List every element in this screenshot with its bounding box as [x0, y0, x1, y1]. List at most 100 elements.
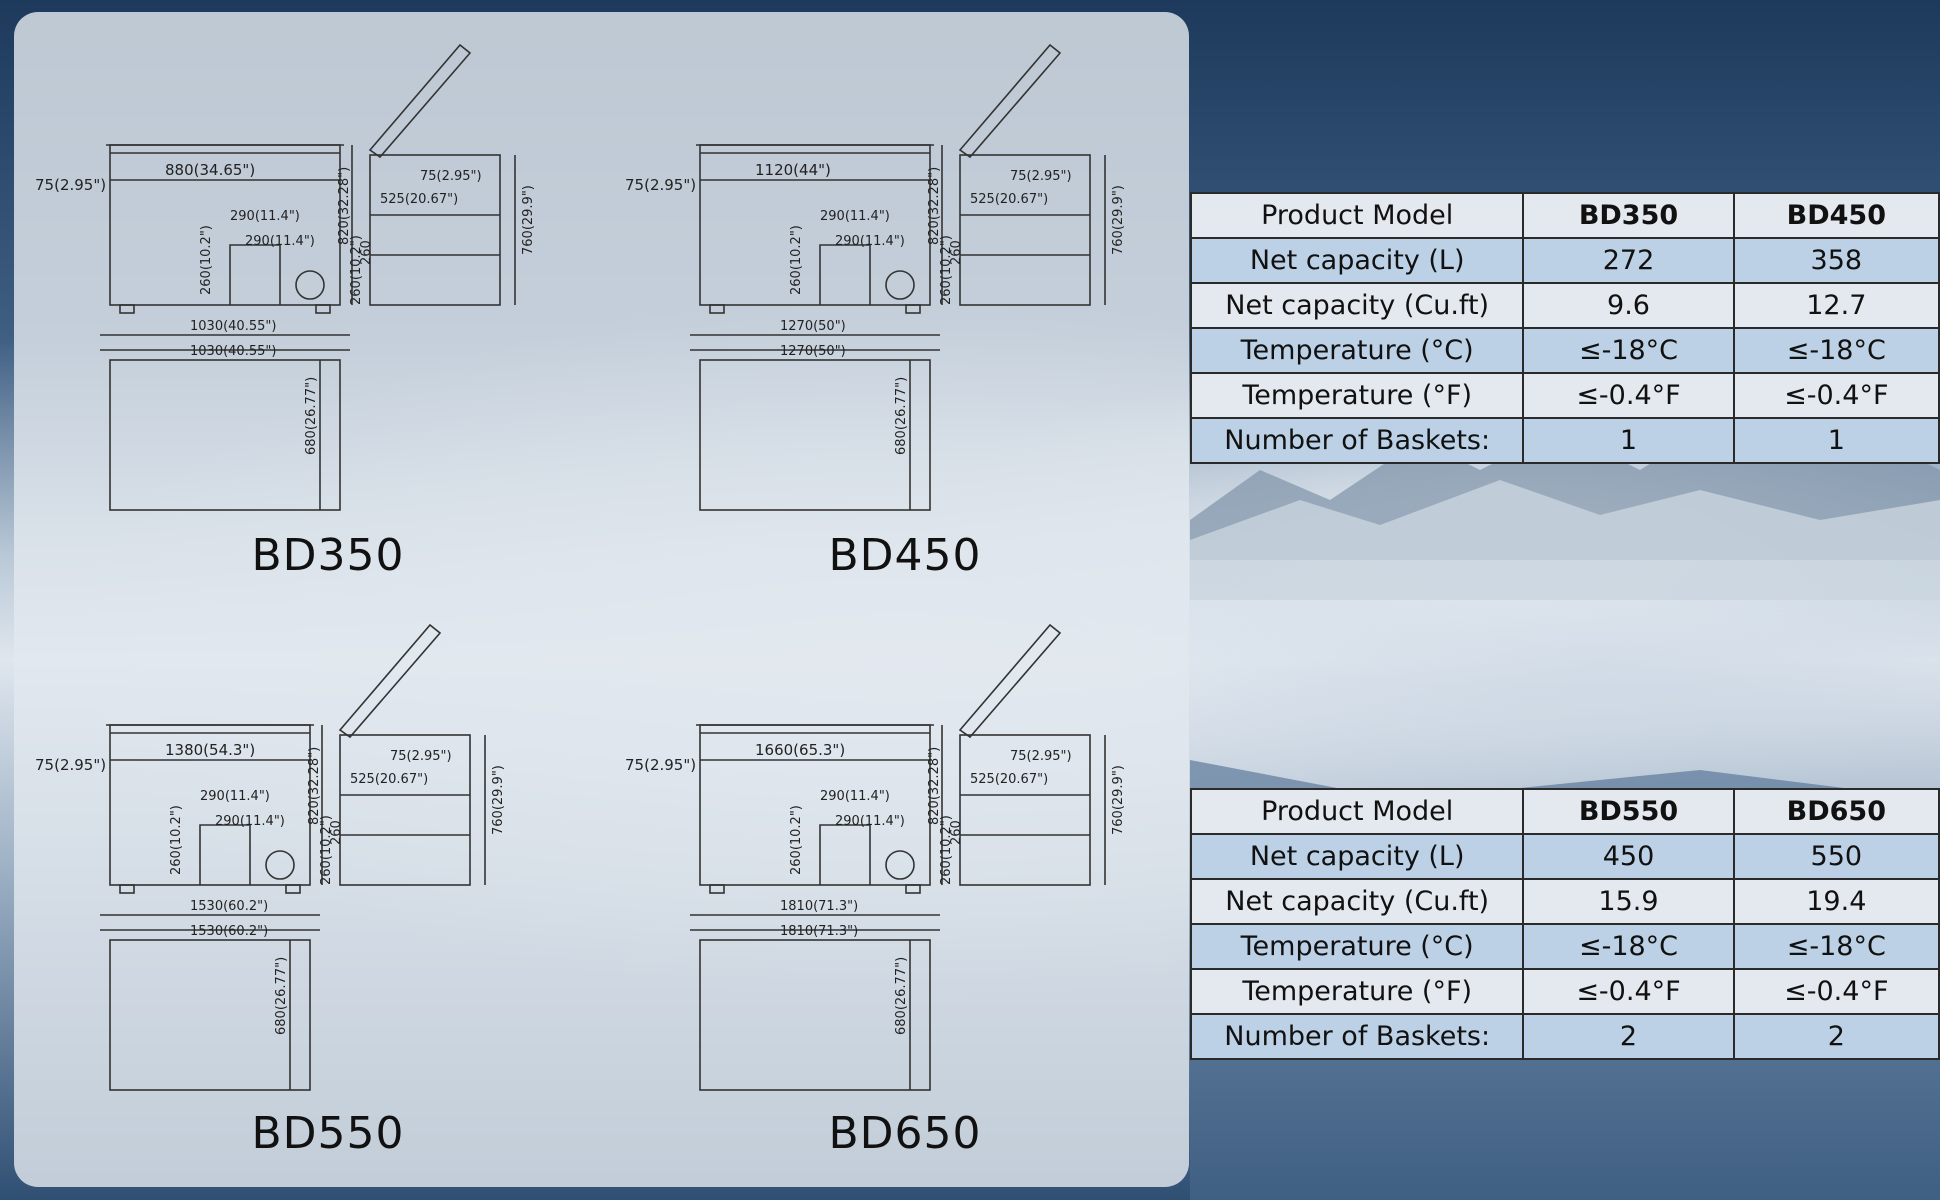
cell-value: 9.6 — [1522, 282, 1735, 329]
foot — [315, 304, 331, 314]
dimension-label: 680(26.77") — [894, 957, 909, 1035]
cell-value: ≤-0.4°F — [1522, 372, 1735, 419]
table-row: Product Model BD550 BD650 — [1189, 788, 1940, 835]
drawing-svg: 75(2.95") 1660(65.3") 290(11.4") 290(11.4")… — [625, 623, 1126, 1091]
drawing-bd550: 75(2.95")1380(54.3")290(11.4")290(11.4")… — [30, 620, 550, 1091]
compressor-step — [819, 244, 871, 305]
open-lid — [338, 623, 442, 739]
model-label-bd450: BD450 — [828, 530, 982, 581]
spec-table-bd550-bd650: Product Model BD550 BD650 Net capacity (… — [1189, 788, 1940, 1060]
dimension-label: 290(11.4") — [245, 234, 315, 249]
cell-value: 1 — [1522, 417, 1735, 464]
row-label: Temperature (°F) — [1189, 372, 1525, 419]
drawing-lines — [690, 623, 1106, 1091]
model-label-bd550: BD550 — [251, 1108, 405, 1159]
cell-value: 12.7 — [1732, 282, 1940, 329]
dimension-label: 260 — [359, 240, 374, 265]
dimension-label: 75(2.95") — [625, 756, 696, 774]
compressor-step — [229, 244, 281, 305]
dimension-label: 290(11.4") — [215, 814, 285, 829]
cell-value: 358 — [1732, 237, 1940, 284]
dimension-label: 1030(40.55") — [190, 344, 276, 359]
foot — [709, 304, 725, 314]
table-row: Temperature (°C) ≤-18°C ≤-18°C — [1189, 327, 1940, 374]
dimension-label: 680(26.77") — [894, 377, 909, 455]
dimension-label: 680(26.77") — [274, 957, 289, 1035]
cell-value: 2 — [1732, 1013, 1940, 1060]
dimension-label: 1530(60.2") — [190, 924, 268, 939]
fan-icon — [265, 850, 295, 880]
open-lid — [958, 623, 1062, 739]
plan-view-body — [109, 939, 311, 1091]
dimension-label: 1030(40.55") — [190, 319, 276, 334]
dimension-label: 820(32.28") — [337, 167, 352, 245]
header-label: Product Model — [1189, 192, 1525, 239]
dimension-label: 290(11.4") — [820, 789, 890, 804]
dimension-label: 260(10.2") — [789, 225, 804, 295]
dimension-label: 260(10.2") — [319, 815, 334, 885]
dimension-label: 820(32.28") — [927, 747, 942, 825]
cell-value: 272 — [1522, 237, 1735, 284]
dimension-label: 760(29.9") — [521, 185, 536, 255]
cell-value: 15.9 — [1522, 878, 1735, 925]
dimension-label: 75(2.95") — [35, 756, 106, 774]
row-label: Number of Baskets: — [1189, 1013, 1525, 1060]
drawing-svg: 75(2.95")880(34.65")290(11.4")290(11.4")… — [35, 43, 536, 511]
fan-icon — [885, 850, 915, 880]
header-model: BD550 — [1522, 788, 1735, 835]
dimension-label: 290(11.4") — [835, 814, 905, 829]
spec-table-bd350-bd450: Product Model BD350 BD450 Net capacity (… — [1189, 192, 1940, 464]
drawings-panel — [14, 12, 1189, 1187]
foot — [119, 304, 135, 314]
dimension-label: 260(10.2") — [789, 805, 804, 875]
dimension-label: 1270(50") — [780, 344, 846, 359]
row-label: Net capacity (L) — [1189, 833, 1525, 880]
open-lid — [368, 43, 472, 159]
dimension-label: 760(29.9") — [491, 765, 506, 835]
table-row: Product Model BD350 BD450 — [1189, 192, 1940, 239]
dimension-label: 290(11.4") — [820, 209, 890, 224]
cell-value: ≤-0.4°F — [1732, 372, 1940, 419]
drawing-svg: 75(2.95")1380(54.3")290(11.4")290(11.4")… — [35, 623, 506, 1091]
dimension-label: 760(29.9") — [1111, 185, 1126, 255]
drawing-lines — [100, 623, 486, 1091]
dimension-label: 1270(50") — [780, 319, 846, 334]
model-label-bd650: BD650 — [828, 1108, 982, 1159]
dimension-label: 75(2.95") — [420, 169, 482, 184]
open-lid — [958, 43, 1062, 159]
header-model: BD450 — [1732, 192, 1940, 239]
dimension-label: 1660(65.3") — [755, 741, 845, 759]
dimension-label: 1810(71.3") — [780, 924, 858, 939]
dimension-label: 260(10.2") — [169, 805, 184, 875]
dimension-label: 525(20.67") — [380, 192, 458, 207]
cell-value: 450 — [1522, 833, 1735, 880]
dimension-label: 1120(44") — [755, 161, 831, 179]
drawing-bd350: 75(2.95")880(34.65")290(11.4")290(11.4")… — [30, 40, 550, 511]
table-row: Number of Baskets: 2 2 — [1189, 1013, 1940, 1060]
foot — [905, 304, 921, 314]
dimension-label: 525(20.67") — [970, 772, 1048, 787]
row-label: Net capacity (L) — [1189, 237, 1525, 284]
table-row: Temperature (°C) ≤-18°C ≤-18°C — [1189, 923, 1940, 970]
cell-value: ≤-18°C — [1732, 923, 1940, 970]
header-label: Product Model — [1189, 788, 1525, 835]
drawing-svg: 75(2.95")1120(44")290(11.4")290(11.4")26… — [625, 43, 1126, 511]
row-label: Temperature (°C) — [1189, 923, 1525, 970]
fan-icon — [885, 270, 915, 300]
cell-value: 2 — [1522, 1013, 1735, 1060]
plan-view-body — [109, 359, 341, 511]
dimension-label: 260(10.2") — [939, 815, 954, 885]
dimension-label: 290(11.4") — [835, 234, 905, 249]
dimension-label: 1380(54.3") — [165, 741, 255, 759]
cell-value: ≤-18°C — [1522, 327, 1735, 374]
row-label: Temperature (°C) — [1189, 327, 1525, 374]
side-view-body — [959, 154, 1091, 306]
dimension-label: 260 — [949, 240, 964, 265]
cell-value: 1 — [1732, 417, 1940, 464]
dimension-label: 525(20.67") — [970, 192, 1048, 207]
dimension-label: 260 — [949, 820, 964, 845]
foot — [709, 884, 725, 894]
compressor-step — [199, 824, 251, 885]
drawing-bd650: 75(2.95") 1660(65.3") 290(11.4") 290(11.4")… — [620, 620, 1140, 1091]
dimension-label: 820(32.28") — [307, 747, 322, 825]
